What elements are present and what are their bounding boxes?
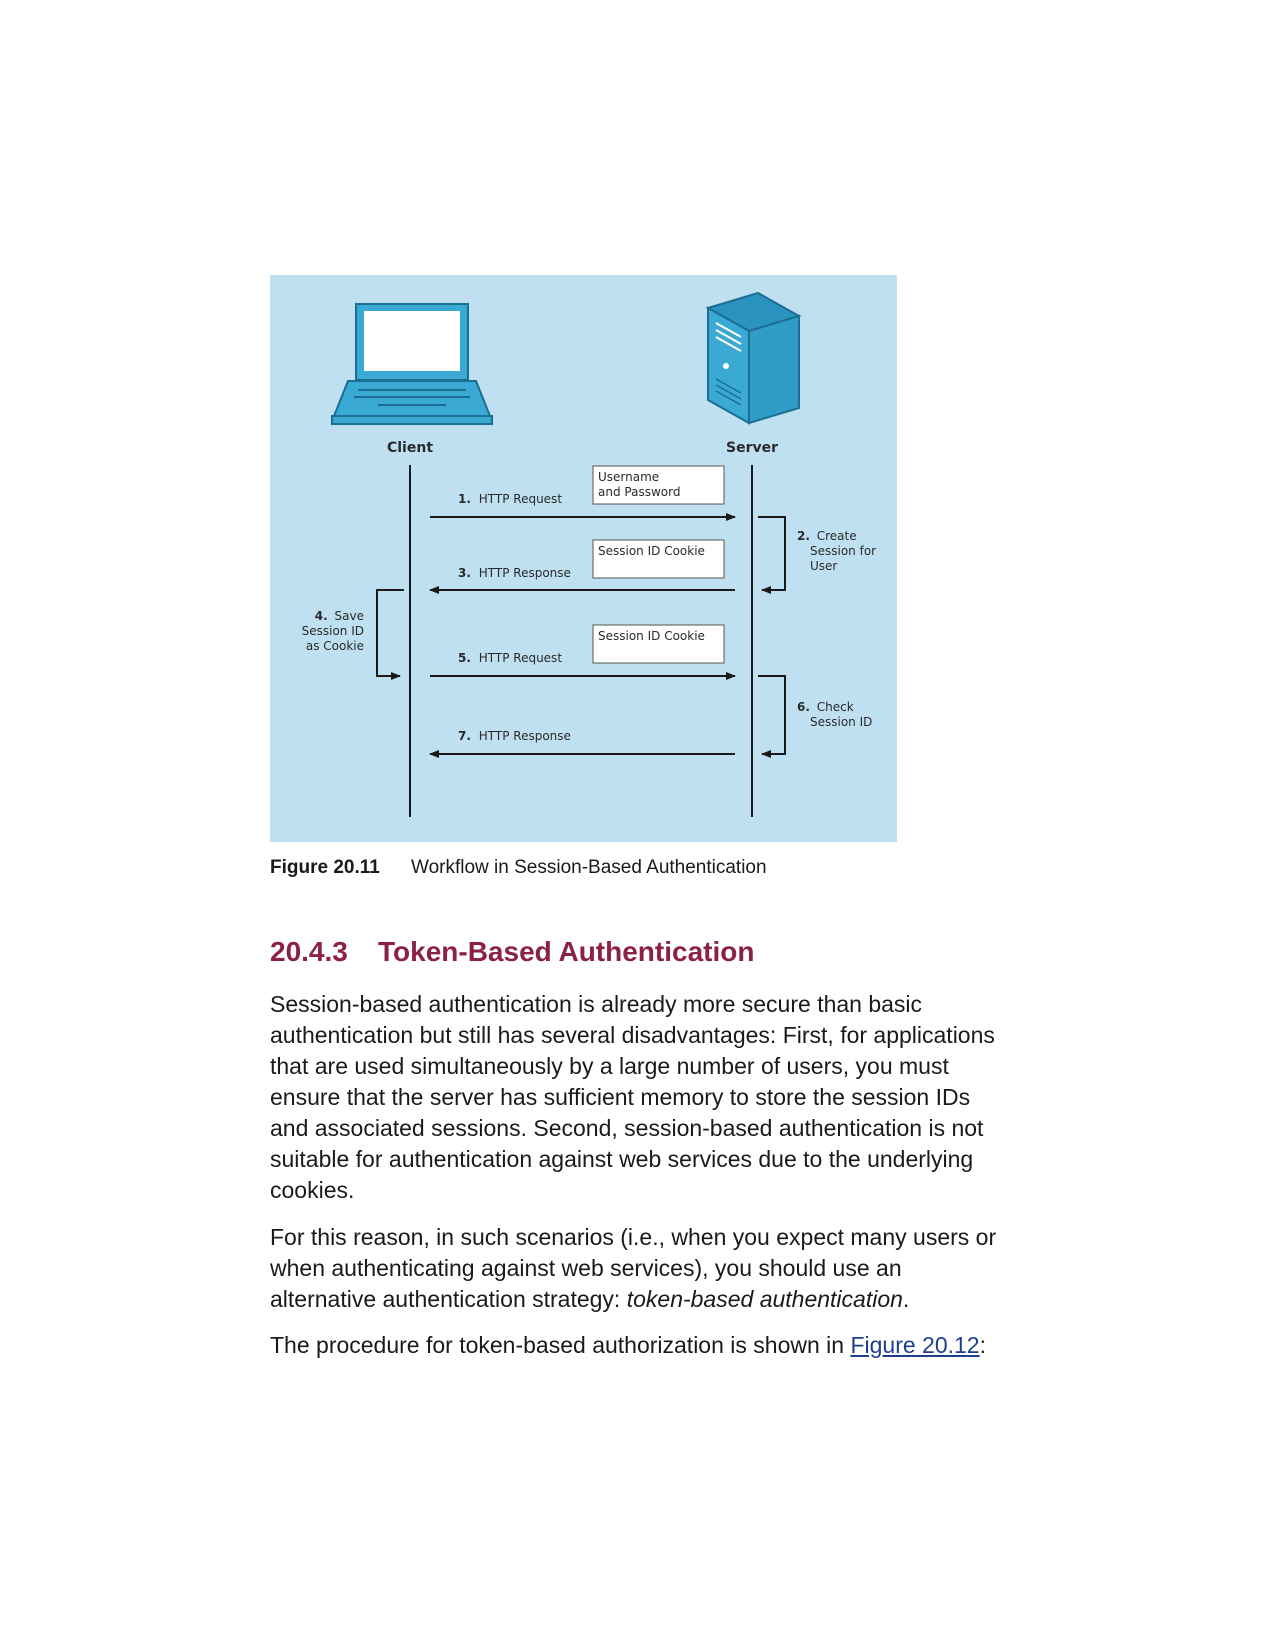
step-number: 4. (315, 609, 328, 623)
self-loop-arrow (376, 589, 404, 680)
section-heading: 20.4.3 Token-Based Authentication (270, 936, 754, 968)
svg-text:4. Save: 4. Save (315, 609, 364, 623)
step-label: Session ID (810, 715, 872, 729)
step-number: 2. (797, 529, 810, 543)
payload-box-session-cookie: Session ID Cookie (592, 624, 725, 664)
message-5: 5. HTTP Request (430, 651, 736, 680)
figure-reference-link[interactable]: Figure 20.12 (850, 1332, 980, 1358)
server-step-2: 2. Create Session for User (758, 516, 876, 594)
paragraph-1: Session-based authentication is already … (270, 991, 995, 1203)
paragraph-3: The procedure for token-based authorizat… (270, 1330, 1010, 1361)
step-label: as Cookie (306, 639, 364, 653)
payload-box-line: Session ID Cookie (598, 629, 705, 643)
step-number: 6. (797, 700, 810, 714)
diagram-canvas: Client Server Username and Password Sess… (302, 291, 876, 817)
self-loop-arrow (758, 675, 786, 758)
section-number: 20.4.3 (270, 936, 348, 967)
step-label: Session for (810, 544, 876, 558)
message-label: HTTP Request (479, 651, 563, 665)
message-3: 3. HTTP Response (429, 566, 735, 594)
payload-box-line: Session ID Cookie (598, 544, 705, 558)
payload-box-line: Username (598, 470, 659, 484)
svg-text:1. HTTP Request: 1. HTTP Request (458, 492, 562, 506)
step-label: User (810, 559, 837, 573)
figure-number: Figure 20.11 (270, 857, 380, 878)
payload-box-session-cookie: Session ID Cookie (592, 539, 725, 579)
message-label: HTTP Response (479, 729, 571, 743)
paragraph-2-text: For this reason, in such scenarios (i.e.… (270, 1224, 997, 1312)
client-label: Client (387, 440, 433, 456)
payload-box-credentials: Username and Password (592, 465, 725, 505)
message-1: 1. HTTP Request (430, 492, 736, 521)
svg-text:2. Create: 2. Create (797, 529, 857, 543)
figure-caption-text: Workflow in Session-Based Authentication (411, 857, 767, 878)
paragraph-3-text: The procedure for token-based authorizat… (270, 1332, 851, 1358)
client-step-4: 4. Save Session ID as Cookie (302, 589, 404, 680)
laptop-icon (331, 303, 493, 425)
paragraph-3-end: : (979, 1332, 986, 1358)
step-label: Session ID (302, 624, 364, 638)
message-number: 3. (458, 566, 471, 580)
server-label: Server (726, 440, 778, 456)
message-number: 7. (458, 729, 471, 743)
message-label: HTTP Response (479, 566, 571, 580)
section-title: Token-Based Authentication (378, 936, 755, 967)
figure-caption: Figure 20.11 Workflow in Session-Based Au… (270, 857, 767, 879)
emphasis-term: token-based authentication (626, 1286, 903, 1312)
paragraph-2-end: . (902, 1286, 910, 1312)
svg-text:3. HTTP Response: 3. HTTP Response (458, 566, 571, 580)
paragraph-2: For this reason, in such scenarios (i.e.… (270, 1222, 1010, 1315)
step-label: Check (817, 700, 854, 714)
server-icon (705, 291, 802, 425)
svg-text:5. HTTP Request: 5. HTTP Request (458, 651, 562, 665)
svg-text:6. Check: 6. Check (797, 700, 854, 714)
step-label: Create (817, 529, 857, 543)
self-loop-arrow (758, 516, 786, 594)
svg-text:7. HTTP Response: 7. HTTP Response (458, 729, 571, 743)
step-label: Save (335, 609, 364, 623)
message-7: 7. HTTP Response (429, 729, 735, 758)
server-step-6: 6. Check Session ID (758, 675, 872, 758)
payload-box-line: and Password (598, 485, 680, 499)
message-number: 1. (458, 492, 471, 506)
session-auth-diagram: Client Server Username and Password Sess… (270, 275, 897, 842)
message-number: 5. (458, 651, 471, 665)
message-label: HTTP Request (479, 492, 563, 506)
